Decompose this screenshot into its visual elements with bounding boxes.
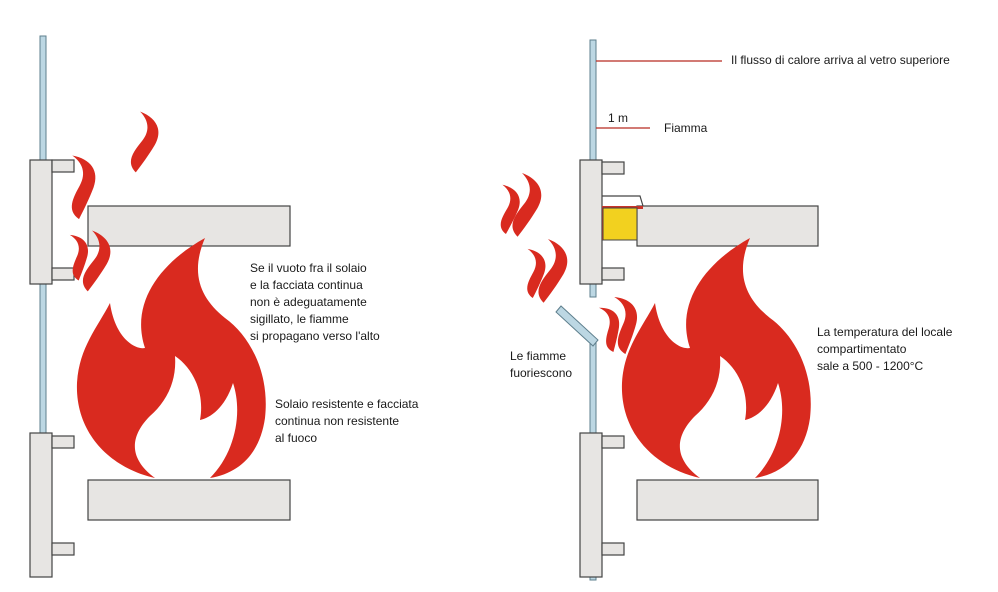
leader-lines bbox=[596, 60, 722, 129]
fire-seal bbox=[602, 195, 644, 241]
left-upper-mullion bbox=[29, 159, 75, 285]
insulation-block bbox=[602, 207, 638, 241]
distance-label: 1 m bbox=[608, 111, 629, 125]
right-upper-mullion bbox=[579, 159, 625, 285]
right-upper-floor-slab bbox=[636, 205, 819, 247]
flame-icon bbox=[621, 238, 811, 478]
broken-glass-shard bbox=[555, 305, 599, 347]
flame-icon bbox=[76, 238, 266, 478]
temperature-note: La temperatura del locale compartimentat… bbox=[817, 325, 953, 373]
left-upper-floor-slab bbox=[87, 205, 291, 247]
flame-label: Fiamma bbox=[664, 121, 708, 135]
right-diagram bbox=[495, 39, 819, 581]
flame-icon bbox=[130, 111, 159, 173]
escaping-flames-label: Le fiamme fuoriescono bbox=[510, 349, 573, 380]
right-lower-floor-slab bbox=[636, 479, 819, 521]
left-diagram bbox=[29, 35, 291, 578]
left-lower-floor-slab bbox=[87, 479, 291, 521]
left-construction-note: Solaio resistente e facciata continua no… bbox=[275, 397, 419, 445]
left-lower-mullion bbox=[29, 432, 75, 578]
left-gap-note: Se il vuoto fra il solaio e la facciata … bbox=[250, 261, 380, 343]
heat-flow-label: Il flusso di calore arriva al vetro supe… bbox=[731, 53, 950, 67]
right-lower-mullion bbox=[579, 432, 625, 578]
